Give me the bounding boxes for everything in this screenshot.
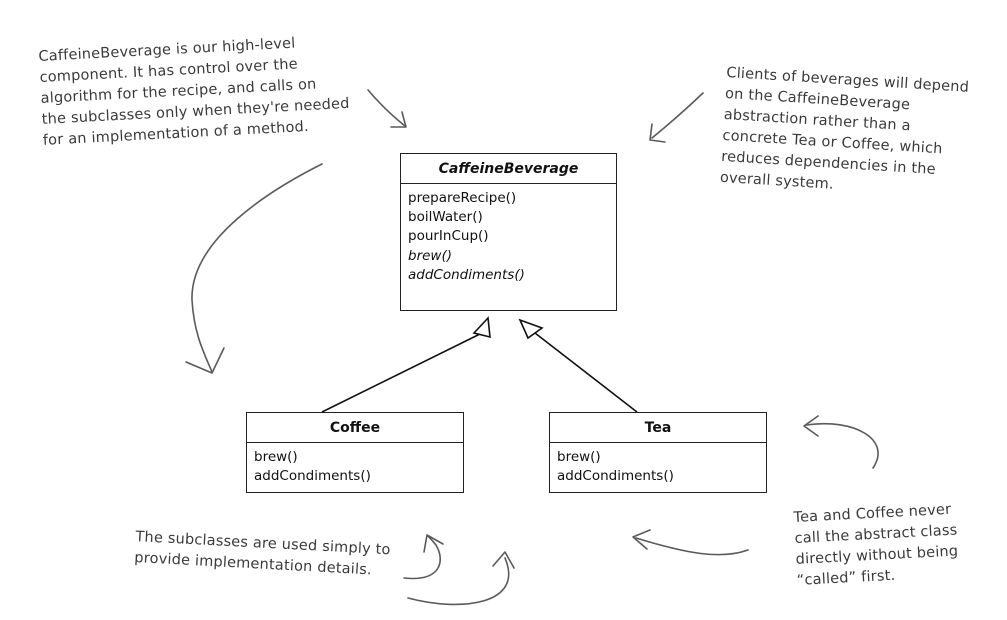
tea-inheritance-line: [534, 332, 638, 413]
class-caffeine-beverage-methods: prepareRecipe() boilWater() pourInCup() …: [401, 184, 616, 291]
method-pour-in-cup: pourInCup(): [408, 228, 489, 245]
high-level-note-arrow: [367, 89, 407, 128]
tea-method-add-condiments: addCondiments(): [557, 468, 674, 485]
class-coffee-methods: brew() addCondiments(): [247, 443, 463, 492]
class-coffee-name: Coffee: [247, 413, 463, 443]
tea-bottom-arrow: [632, 529, 749, 556]
note-high-level-component: CaffeineBeverage is our high-level compo…: [38, 31, 351, 152]
note-tea-coffee: Tea and Coffee never call the abstract c…: [793, 499, 960, 591]
method-brew-abstract: brew(): [408, 247, 453, 264]
class-tea-methods: brew() addCondiments(): [550, 443, 766, 492]
coffee-inheritance-arrowhead: [472, 316, 491, 339]
method-boil-water: boilWater(): [408, 209, 483, 226]
coffee-inheritance-line: [321, 332, 483, 413]
coffee-method-brew: brew(): [254, 449, 298, 465]
subclasses-swirl-arrow-2: [407, 551, 515, 606]
tea-inheritance-arrowhead: [518, 318, 544, 340]
method-add-condiments-abstract: addCondiments(): [408, 266, 525, 283]
tea-loop-arrow: [803, 415, 879, 469]
note-clients-depend: Clients of beverages will depend on the …: [719, 63, 969, 204]
class-tea-name: Tea: [550, 413, 766, 443]
method-prepare-recipe: prepareRecipe(): [408, 190, 517, 206]
subclasses-swirl-arrow-1: [403, 534, 444, 580]
clients-note-arrow: [649, 92, 704, 143]
high-level-curve-arrow: [185, 163, 323, 374]
coffee-method-add-condiments: addCondiments(): [254, 468, 371, 485]
tea-method-brew: brew(): [557, 449, 601, 465]
class-caffeine-beverage: CaffeineBeverage prepareRecipe() boilWat…: [400, 153, 617, 311]
class-tea: Tea brew() addCondiments(): [549, 412, 767, 493]
class-coffee: Coffee brew() addCondiments(): [246, 412, 464, 493]
class-caffeine-beverage-name: CaffeineBeverage: [401, 154, 616, 184]
